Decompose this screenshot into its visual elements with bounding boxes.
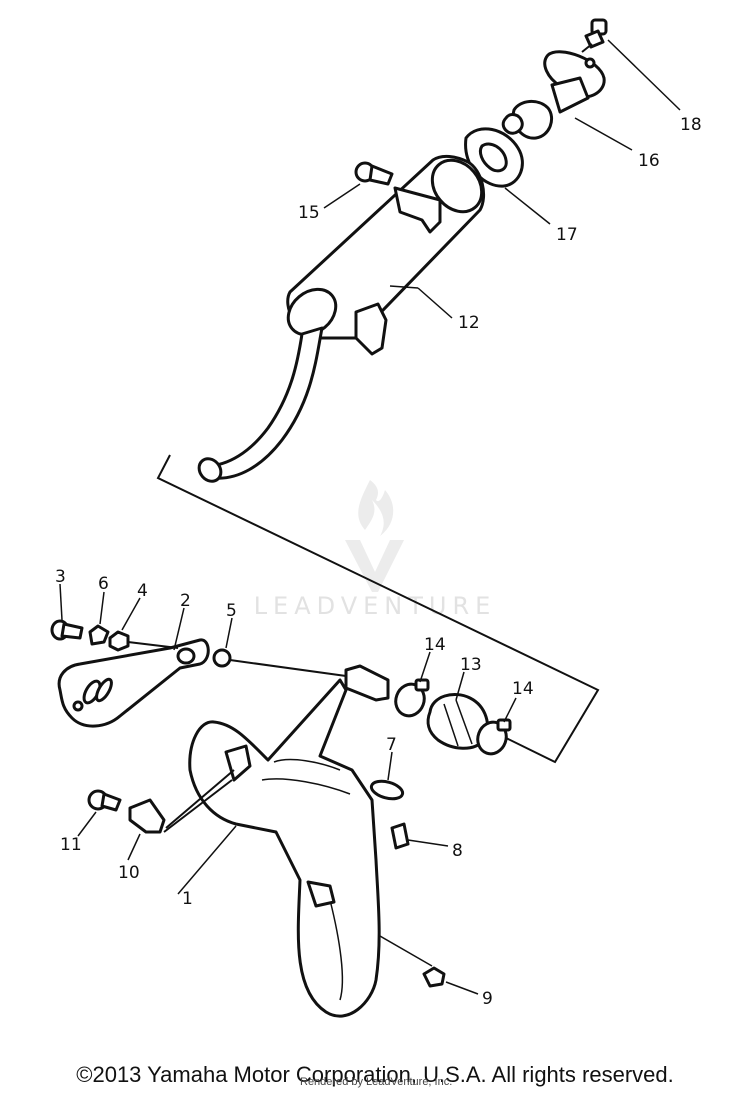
part-1-expansion-chamber xyxy=(188,664,390,1018)
part-6-washer xyxy=(88,624,110,646)
callout-3: 3 xyxy=(55,567,66,587)
rendered-by-note: Rendered by LeadVenture, Inc. xyxy=(300,1076,453,1088)
part-14-clamp-left xyxy=(394,678,430,718)
part-7-ring xyxy=(369,779,405,801)
part-8-stud xyxy=(390,822,410,850)
part-4-nut xyxy=(108,630,130,652)
part-3-bolt xyxy=(50,619,84,641)
part-16-tail-pipe xyxy=(501,50,606,140)
part-2-bracket xyxy=(57,638,210,728)
part-17-gasket xyxy=(464,127,524,188)
part-12-muffler xyxy=(197,154,485,483)
callout-18: 18 xyxy=(680,115,702,135)
callout-7: 7 xyxy=(386,735,397,755)
callout-11: 11 xyxy=(60,835,82,855)
copyright-notice: ©2013 Yamaha Motor Corporation, U.S.A. A… xyxy=(76,1062,674,1087)
part-9-nut xyxy=(422,966,446,988)
part-18-screw xyxy=(581,18,608,53)
callout-9: 9 xyxy=(482,989,493,1009)
watermark-text: LEADVENTURE xyxy=(254,592,497,620)
leadventure-watermark: LEADVENTURE xyxy=(254,480,497,620)
callout-14-left: 14 xyxy=(424,635,446,655)
callout-17: 17 xyxy=(556,225,578,245)
callout-13: 13 xyxy=(460,655,482,675)
part-10-mount xyxy=(128,798,166,834)
callout-12: 12 xyxy=(458,313,480,333)
assembly-leader-line xyxy=(156,454,600,764)
part-11-bolt xyxy=(87,789,122,812)
callout-1: 1 xyxy=(182,889,193,909)
part-5-washer xyxy=(212,648,232,668)
callout-14-right: 14 xyxy=(512,679,534,699)
callout-5: 5 xyxy=(226,601,237,621)
callout-2: 2 xyxy=(180,591,191,611)
callout-15: 15 xyxy=(298,203,320,223)
callout-6: 6 xyxy=(98,574,109,594)
callout-4: 4 xyxy=(137,581,148,601)
callout-8: 8 xyxy=(452,841,463,861)
part-15-bolt xyxy=(354,161,394,186)
callout-16: 16 xyxy=(638,151,660,171)
callout-10: 10 xyxy=(118,863,140,883)
part-14-clamp-right xyxy=(476,718,512,756)
